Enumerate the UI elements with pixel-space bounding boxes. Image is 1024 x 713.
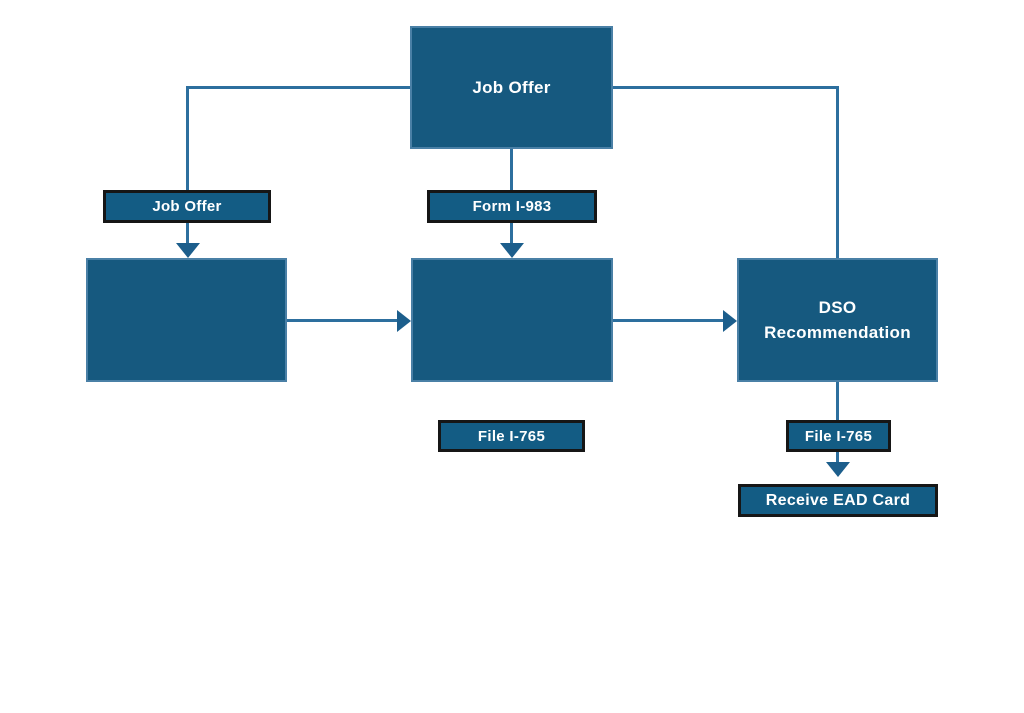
tag-form-i983: Form I-983 [427,190,597,223]
tag-file-i765-right-label: File I-765 [804,427,873,445]
arrowhead-down-ead-icon [826,462,850,477]
connector-mid-vertical-lower [510,223,513,244]
connector-mid-vertical-upper [510,149,513,190]
node-receive-ead-card: Receive EAD Card [738,484,938,517]
node-mid-blank [411,258,613,382]
tag-file-i765-mid-label: File I-765 [477,427,546,445]
tag-form-i983-label: Form I-983 [472,198,552,215]
connector-top-to-left [186,86,412,89]
arrowhead-right-left-icon [397,310,411,332]
connector-leftbox-to-midbox [287,319,400,322]
connector-midbox-to-rightbox [613,319,726,322]
node-left-blank [86,258,287,382]
arrowhead-down-left-icon [176,243,200,258]
arrowhead-down-mid-icon [500,243,524,258]
node-receive-ead-card-label: Receive EAD Card [765,491,911,509]
connector-right-vertical [836,86,839,258]
node-dso-recommendation: DSO Recommendation [737,258,938,382]
connector-top-to-right [613,86,839,89]
node-job-offer-top: Job Offer [410,26,613,149]
tag-file-i765-mid: File I-765 [438,420,585,452]
tag-file-i765-right: File I-765 [786,420,891,452]
node-dso-recommendation-label: DSO Recommendation [764,297,911,343]
arrowhead-right-mid-icon [723,310,737,332]
node-job-offer-top-label: Job Offer [472,77,551,97]
connector-left-vertical [186,86,189,244]
tag-job-offer-label: Job Offer [152,198,222,215]
connector-rightbox-down-lower [836,452,839,462]
tag-job-offer: Job Offer [103,190,271,223]
connector-rightbox-down-upper [836,382,839,420]
